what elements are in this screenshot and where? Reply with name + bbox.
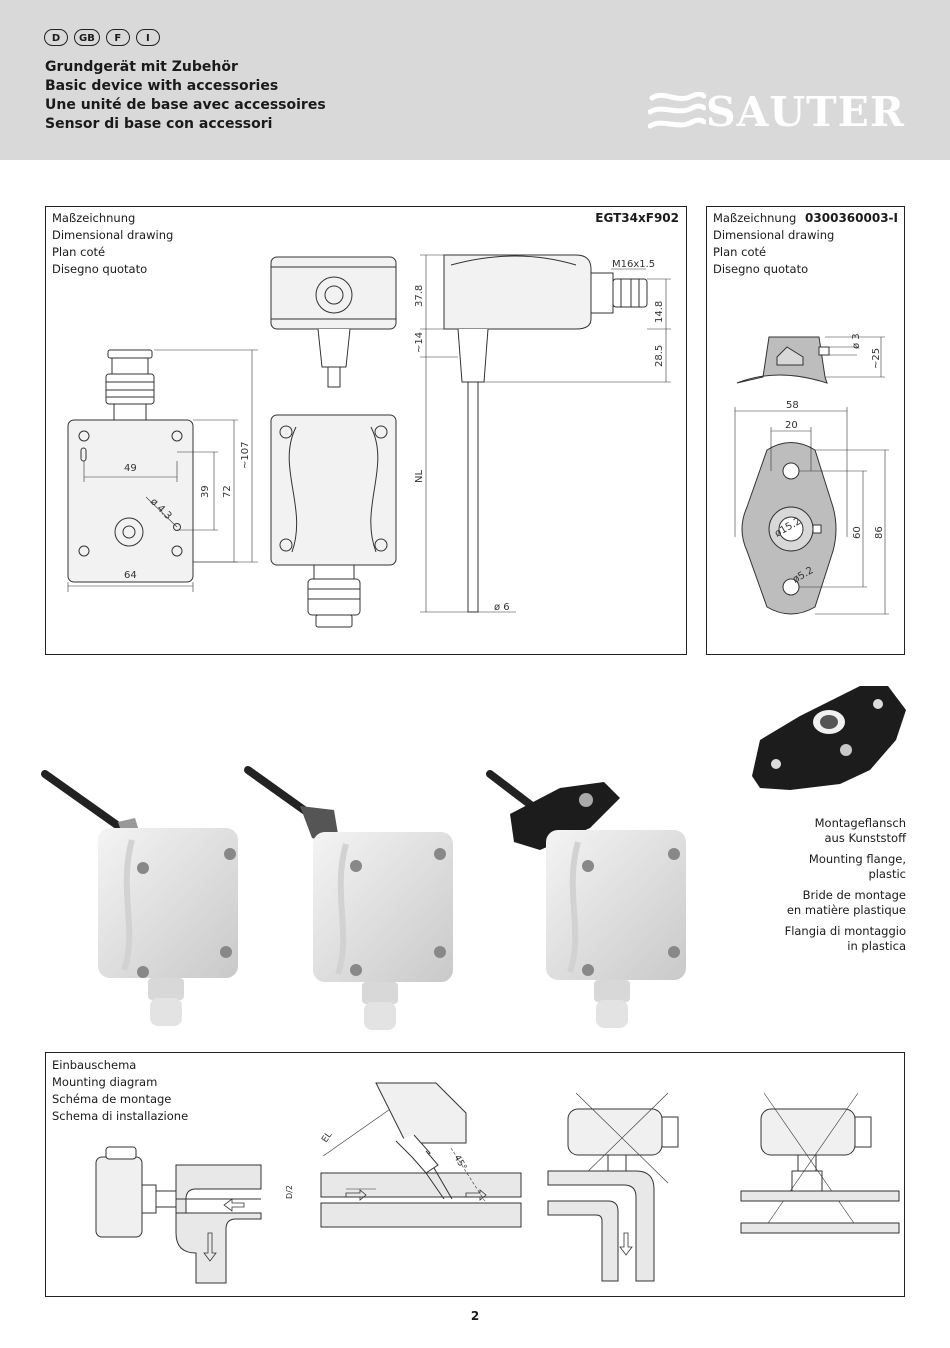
side-view: 37.8 ~14 NL M16x1.5 14.8 28.5 ø 6 (414, 254, 671, 613)
caption-fr-line2: en matière plastique (786, 903, 906, 917)
caption-de-line2: aus Kunststoff (824, 831, 907, 845)
mounting-label-it: Schema di installazione (52, 1109, 189, 1123)
device-photo-basic (41, 770, 238, 1026)
flange-label-de: Maßzeichnung (713, 211, 797, 225)
flange-drawing: ø 3 ~25 58 20 ø15.2 ø5.2 60 (734, 333, 889, 615)
device-photo-with-flange (486, 770, 686, 1028)
mounting-dim-el: EL (320, 1130, 334, 1145)
front-view: 64 49 39 72 ~107 ø 4.3 (67, 349, 258, 592)
title-fr: Une unité de base avec accessoires (45, 97, 326, 113)
mounting-diagram-labels: Einbauschema Mounting diagram Schéma de … (52, 1057, 188, 1125)
mounting-angled: EL 45° D/2 (285, 1082, 522, 1228)
flange-dim-20: 20 (785, 420, 798, 431)
brand-name: SAUTER (706, 88, 906, 136)
flange-label-en: Dimensional drawing (713, 228, 835, 242)
flange-top-view: 58 20 ø15.2 ø5.2 60 86 (734, 400, 889, 615)
mounting-diagram-panel: Einbauschema Mounting diagram Schéma de … (45, 1052, 905, 1297)
device-photo-with-fitting (244, 766, 453, 1030)
mounting-label-de: Einbauschema (52, 1058, 137, 1072)
flange-side-view: ø 3 ~25 (736, 333, 885, 384)
brand-logo: SAUTER (648, 88, 908, 136)
dim-39: 39 (200, 485, 211, 498)
page-number: 2 (470, 1309, 480, 1323)
caption-en-line2: plastic (868, 867, 906, 881)
top-view (270, 256, 397, 388)
flange-dim-d3: ø 3 (851, 333, 862, 349)
dim-14-8: 14.8 (654, 301, 665, 323)
mounting-diagrams: EL 45° D/2 (95, 1082, 900, 1284)
title-it: Sensor di base con accessori (45, 116, 273, 132)
language-badge-gb: GB (74, 29, 100, 46)
mounting-label-en: Mounting diagram (52, 1075, 158, 1089)
label-de: Maßzeichnung (52, 211, 136, 225)
flange-label-fr: Plan coté (713, 245, 767, 259)
label-en: Dimensional drawing (52, 228, 174, 242)
flange-dim-25: ~25 (871, 348, 882, 369)
dim-49: 49 (124, 463, 137, 474)
language-badge-fr: F (105, 29, 130, 46)
product-photos (41, 686, 906, 1030)
dim-37-8: 37.8 (414, 285, 425, 307)
label-it: Disegno quotato (52, 262, 148, 276)
dim-28-5: 28.5 (654, 345, 665, 367)
dim-14: ~14 (414, 332, 425, 353)
mounting-dim-d2: D/2 (285, 1185, 294, 1199)
flange-photo (752, 686, 906, 790)
logo-wave-icon (648, 92, 706, 129)
language-badge-it: I (135, 29, 160, 46)
flange-dim-58: 58 (786, 400, 799, 411)
dim-64: 64 (124, 570, 137, 581)
document-titles: Grundgerät mit Zubehör Basic device with… (45, 58, 326, 134)
mounting-straight-top (740, 1092, 900, 1234)
mounting-dim-angle: 45° (451, 1154, 468, 1173)
caption-en-line1: Mounting flange, (808, 852, 906, 866)
label-fr: Plan coté (52, 245, 106, 259)
dim-thread: M16x1.5 (612, 259, 655, 270)
title-de: Grundgerät mit Zubehör (45, 59, 238, 75)
page-header: D GB F I Grundgerät mit Zubehör Basic de… (0, 0, 950, 160)
dim-d6: ø 6 (494, 602, 510, 613)
caption-it-line1: Flangia di montaggio (784, 924, 906, 938)
flange-part-number: 0300360003-I (805, 211, 898, 225)
back-view (270, 414, 397, 628)
dimensional-drawing-panel: Maßzeichnung Dimensional drawing Plan co… (45, 206, 687, 655)
mounting-label-fr: Schéma de montage (52, 1092, 172, 1106)
flange-drawing-panel: Maßzeichnung Dimensional drawing Plan co… (706, 206, 905, 655)
model-number: EGT34xF902 (595, 211, 679, 225)
dimensional-drawing-labels: Maßzeichnung Dimensional drawing Plan co… (52, 210, 173, 278)
caption-de-line1: Montageflansch (814, 816, 906, 830)
title-en: Basic device with accessories (45, 78, 279, 94)
flange-label-it: Disegno quotato (713, 262, 809, 276)
language-badges: D GB F I (44, 29, 160, 46)
flange-dim-86: 86 (874, 526, 885, 539)
flange-caption: Montageflansch aus Kunststoff Mounting f… (785, 816, 906, 954)
caption-fr-line1: Bride de montage (802, 888, 906, 902)
technical-drawing: 64 49 39 72 ~107 ø 4.3 (67, 254, 671, 628)
dim-72: 72 (222, 485, 233, 498)
dim-107: ~107 (240, 442, 251, 469)
flange-dim-60: 60 (852, 526, 863, 539)
caption-it-line2: in plastica (847, 939, 906, 953)
flange-drawing-labels: Maßzeichnung Dimensional drawing Plan co… (713, 210, 834, 278)
mounting-elbow-side (95, 1146, 262, 1284)
language-badge-de: D (44, 29, 68, 46)
mounting-elbow-top (547, 1092, 679, 1282)
dim-nl: NL (414, 470, 425, 483)
